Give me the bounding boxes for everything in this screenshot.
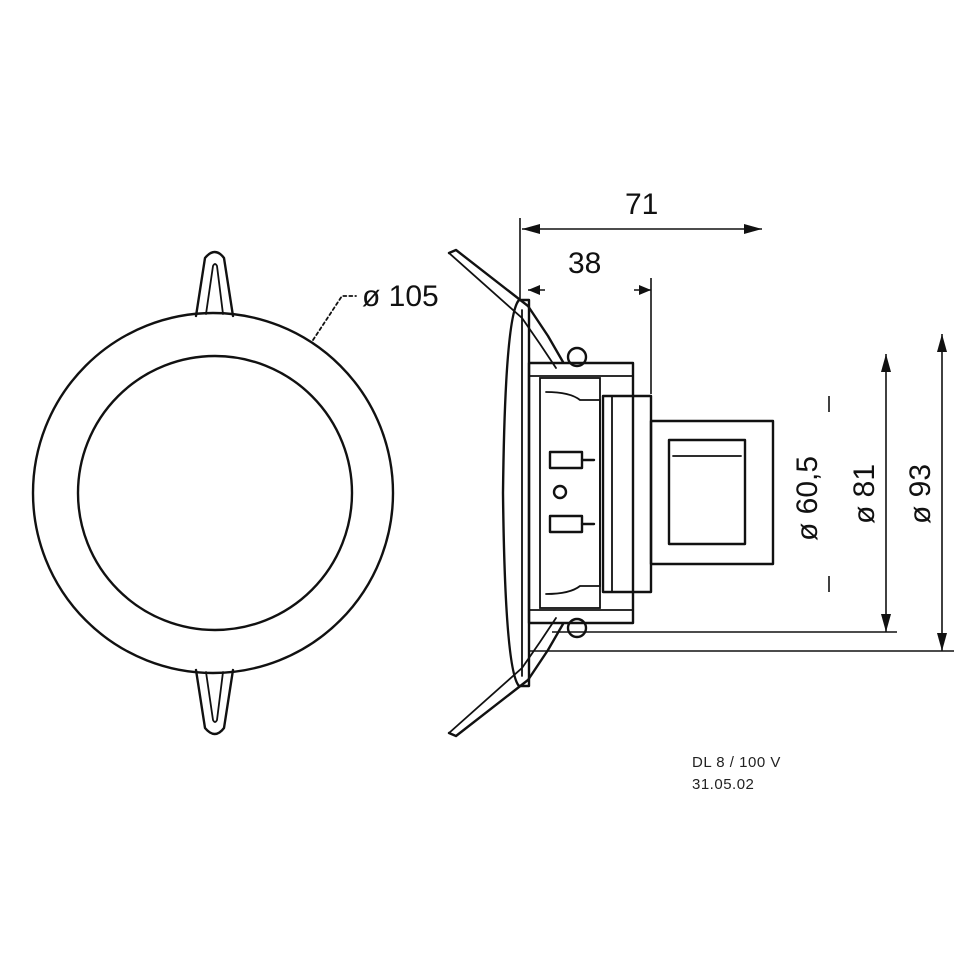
terminal-top — [548, 450, 584, 470]
terminal-bottom — [548, 514, 584, 534]
side-flange — [501, 298, 531, 688]
depth-body-label: 38 — [568, 247, 601, 280]
front-view: ø 105 — [31, 250, 439, 736]
model-label: DL 8 / 100 V — [692, 754, 781, 771]
side-frame — [527, 361, 635, 625]
side-spring-clip-top-b — [448, 252, 557, 369]
diameter-leader — [312, 295, 357, 341]
front-bottom-clip — [194, 668, 235, 736]
side-spring-eye-bottom — [566, 617, 588, 639]
dimension-lines: 71 38 ø 60,5 ø 81 ø 93 — [519, 188, 954, 652]
front-inner-grille — [76, 354, 354, 632]
front-bottom-clip-inner — [205, 671, 224, 723]
side-spring-clip-bottom-b — [448, 617, 557, 734]
diameter-large-label: ø 93 — [904, 464, 937, 524]
diameter-small-label: ø 60,5 — [791, 456, 824, 541]
side-spring-clip-bottom — [447, 622, 565, 738]
side-transformer — [649, 419, 775, 566]
side-magnet — [601, 394, 653, 594]
depth-total-label: 71 — [625, 188, 658, 221]
outer-diameter-label: ø 105 — [362, 280, 439, 313]
side-transformer-inner — [667, 438, 747, 546]
front-top-clip-inner — [205, 263, 224, 315]
front-top-clip — [194, 250, 235, 318]
side-spring-eye-top — [566, 346, 588, 368]
diameter-mid-label: ø 81 — [848, 464, 881, 524]
terminal-screw — [552, 484, 568, 500]
side-cone — [545, 391, 601, 595]
front-outer-rim — [31, 311, 395, 675]
side-view — [447, 248, 775, 738]
date-label: 31.05.02 — [692, 776, 755, 793]
side-spring-clip-top — [447, 248, 565, 364]
side-frame-inner — [539, 377, 601, 609]
